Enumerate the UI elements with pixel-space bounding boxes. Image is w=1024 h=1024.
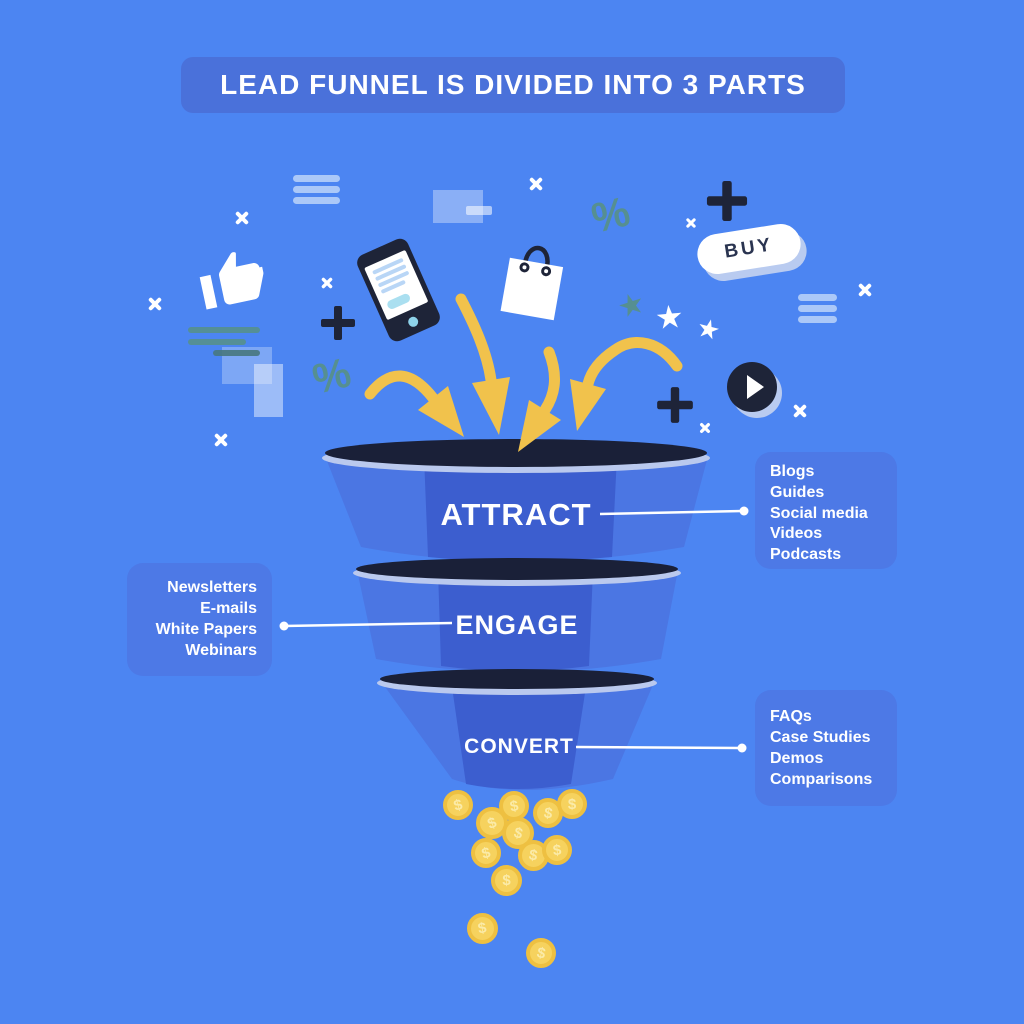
stage-label-attract: ATTRACT	[440, 497, 592, 532]
coin-symbol: $	[552, 841, 562, 859]
list-item: Podcasts	[770, 546, 842, 564]
page-title: LEAD FUNNEL IS DIVIDED INTO 3 PARTS	[220, 69, 806, 100]
plus-icon	[321, 306, 355, 340]
coin-symbol: $	[511, 823, 525, 843]
thumbs-up-icon	[199, 252, 264, 310]
connector-dot	[739, 506, 749, 516]
curved-arrow-icons	[364, 293, 683, 416]
coin-symbol: $	[535, 943, 547, 963]
play-triangle-icon	[747, 375, 764, 399]
coin: $	[443, 790, 473, 820]
engage-items-box: Newsletters E-mails White Papers Webinar…	[127, 563, 272, 676]
coin: $	[542, 835, 572, 865]
funnel-tier-engage	[353, 558, 681, 672]
text-lines-decoration	[213, 350, 260, 356]
translucent-card	[254, 364, 283, 417]
connector-dot	[737, 743, 747, 753]
translucent-card	[466, 206, 492, 215]
funnel-mouth	[356, 558, 678, 580]
list-item: Guides	[770, 483, 825, 501]
curved-arrow-icon	[582, 337, 683, 390]
connector-line	[599, 509, 743, 516]
menu-lines-icon	[293, 175, 340, 208]
coin-symbol: $	[479, 843, 493, 863]
list-item: Demos	[770, 750, 824, 767]
coin: $	[471, 838, 501, 868]
coin-symbol: $	[485, 813, 499, 833]
coin: $	[557, 789, 587, 819]
curved-arrow-icon	[539, 346, 560, 416]
list-item: Videos	[770, 525, 823, 543]
curved-arrow-icon	[455, 293, 497, 386]
curved-arrow-icon	[364, 370, 439, 404]
shopping-bag-icon	[500, 245, 564, 321]
funnel-tier-attract	[322, 439, 710, 562]
coin-symbol: $	[502, 872, 511, 889]
plus-icon	[657, 387, 693, 423]
stage-label-convert: CONVERT	[464, 735, 574, 758]
list-item: FAQs	[770, 708, 812, 725]
list-item: Case Studies	[770, 729, 871, 746]
text-lines-decoration	[188, 339, 246, 345]
attract-items-box: Blogs Guides Social media Videos Podcast…	[755, 452, 897, 569]
funnel-mouth	[380, 669, 654, 689]
coin-symbol: $	[542, 803, 554, 823]
coin-symbol: $	[476, 919, 489, 938]
menu-lines-icon	[798, 294, 837, 327]
list-item: E-mails	[200, 600, 257, 617]
coin: $	[491, 865, 522, 896]
coin: $	[526, 938, 556, 968]
list-item: Comparisons	[770, 771, 873, 788]
list-item: White Papers	[155, 621, 257, 638]
plus-icon	[706, 180, 748, 222]
coin-symbol: $	[527, 846, 540, 865]
stage-label-engage: ENGAGE	[455, 610, 579, 640]
connector-dot	[279, 621, 289, 631]
connector-lines	[283, 509, 743, 750]
connector-dots	[279, 506, 749, 753]
coin-symbol: $	[451, 795, 465, 815]
funnel-mouth	[325, 439, 707, 467]
coin: $	[467, 913, 498, 944]
text-lines-decoration	[188, 327, 260, 333]
title-banner: LEAD FUNNEL IS DIVIDED INTO 3 PARTS	[181, 57, 845, 113]
coin-symbol: $	[508, 796, 520, 816]
connector-line	[283, 621, 453, 628]
coin-symbol: $	[567, 795, 577, 813]
convert-items-box: FAQs Case Studies Demos Comparisons	[755, 690, 897, 806]
list-item: Webinars	[185, 642, 257, 659]
list-item: Newsletters	[167, 579, 257, 596]
list-item: Social media	[770, 504, 868, 522]
funnel-tier-convert	[377, 669, 657, 790]
play-button[interactable]	[727, 362, 777, 412]
curved-arrow-heads	[418, 377, 606, 452]
connector-line	[575, 745, 741, 750]
list-item: Blogs	[770, 463, 815, 480]
